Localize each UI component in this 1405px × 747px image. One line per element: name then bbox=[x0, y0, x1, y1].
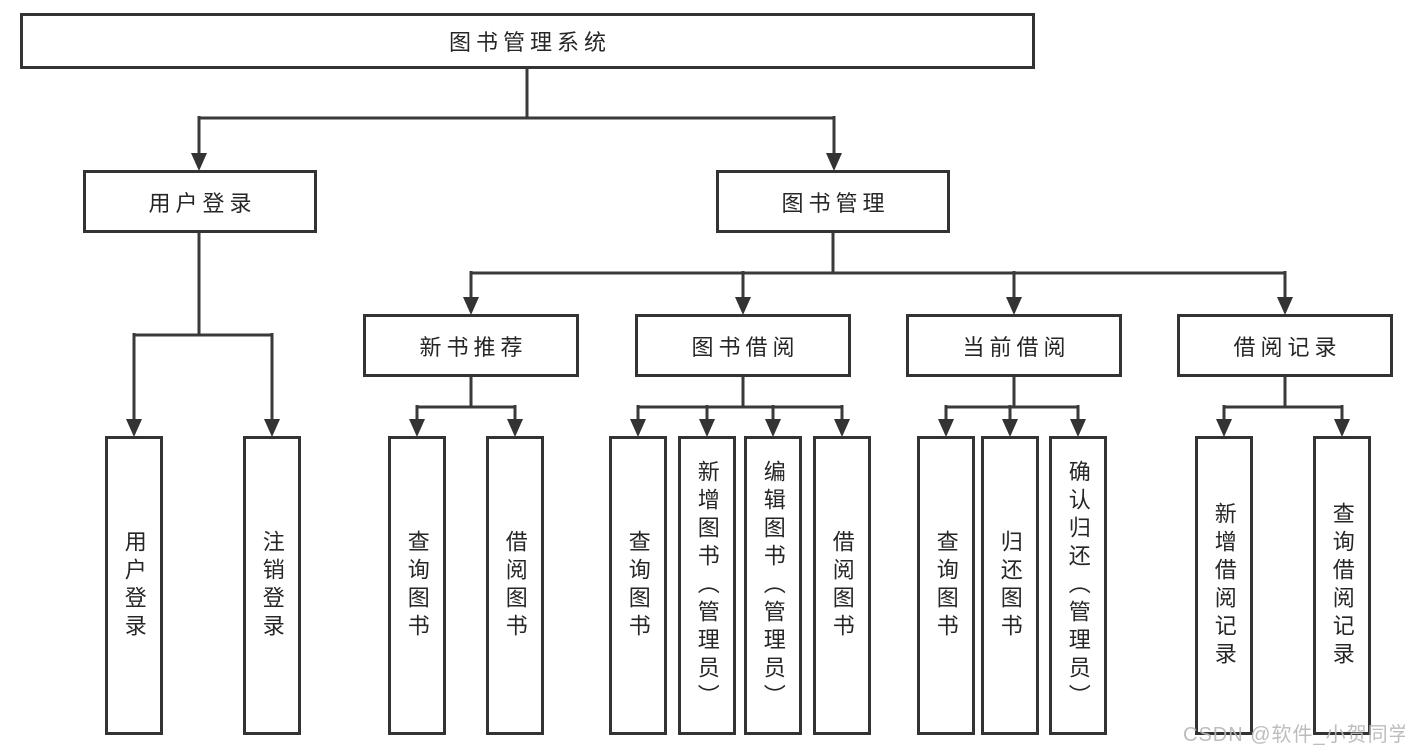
node-root-system: 图书管理系统 bbox=[20, 13, 1035, 69]
leaf-logout: 注销登录 bbox=[243, 436, 301, 735]
node-label: 查询借阅记录 bbox=[1329, 501, 1355, 670]
leaf-borrow-books: 借阅图书 bbox=[813, 436, 871, 735]
node-label: 新书推荐 bbox=[419, 334, 528, 360]
node-label: 图书借阅 bbox=[691, 334, 800, 360]
leaf-query-books-recommend: 查询图书 bbox=[388, 436, 446, 735]
leaf-edit-book-admin: 编辑图书（管理员） bbox=[744, 436, 802, 735]
node-borrowing-records: 借阅记录 bbox=[1177, 314, 1393, 377]
node-label: 查询图书 bbox=[625, 529, 651, 642]
leaf-add-borrow-record: 新增借阅记录 bbox=[1195, 436, 1253, 735]
node-label: 编辑图书（管理员） bbox=[760, 459, 786, 712]
node-label: 用户登录 bbox=[148, 190, 257, 216]
node-label: 注销登录 bbox=[259, 529, 285, 642]
node-user-login-branch: 用户登录 bbox=[83, 170, 317, 233]
node-label: 确认归还（管理员） bbox=[1065, 459, 1091, 712]
node-label: 图书管理系统 bbox=[448, 30, 611, 55]
leaf-add-book-admin: 新增图书（管理员） bbox=[678, 436, 736, 735]
node-label: 查询图书 bbox=[404, 529, 430, 642]
leaf-confirm-return-admin: 确认归还（管理员） bbox=[1049, 436, 1107, 735]
node-new-book-recommend: 新书推荐 bbox=[363, 314, 579, 377]
node-book-management-branch: 图书管理 bbox=[716, 170, 950, 233]
node-book-borrowing: 图书借阅 bbox=[635, 314, 851, 377]
node-label: 归还图书 bbox=[997, 529, 1023, 642]
csdn-watermark: CSDN @软件_小贺同学 bbox=[1183, 724, 1405, 746]
leaf-query-borrow-record: 查询借阅记录 bbox=[1313, 436, 1371, 735]
node-label: 借阅图书 bbox=[829, 529, 855, 642]
node-label: 查询图书 bbox=[933, 529, 959, 642]
node-label: 用户登录 bbox=[121, 529, 147, 642]
leaf-user-login: 用户登录 bbox=[105, 436, 163, 735]
leaf-query-books-borrow: 查询图书 bbox=[609, 436, 667, 735]
node-label: 新增图书（管理员） bbox=[694, 459, 720, 712]
leaf-query-books-current: 查询图书 bbox=[917, 436, 975, 735]
node-label: 新增借阅记录 bbox=[1211, 501, 1237, 670]
node-label: 当前借阅 bbox=[962, 334, 1071, 360]
node-label: 图书管理 bbox=[781, 190, 890, 216]
node-label: 借阅图书 bbox=[502, 529, 528, 642]
node-label: 借阅记录 bbox=[1233, 334, 1342, 360]
leaf-borrow-books-recommend: 借阅图书 bbox=[486, 436, 544, 735]
node-current-borrowing: 当前借阅 bbox=[906, 314, 1122, 377]
leaf-return-books: 归还图书 bbox=[981, 436, 1039, 735]
